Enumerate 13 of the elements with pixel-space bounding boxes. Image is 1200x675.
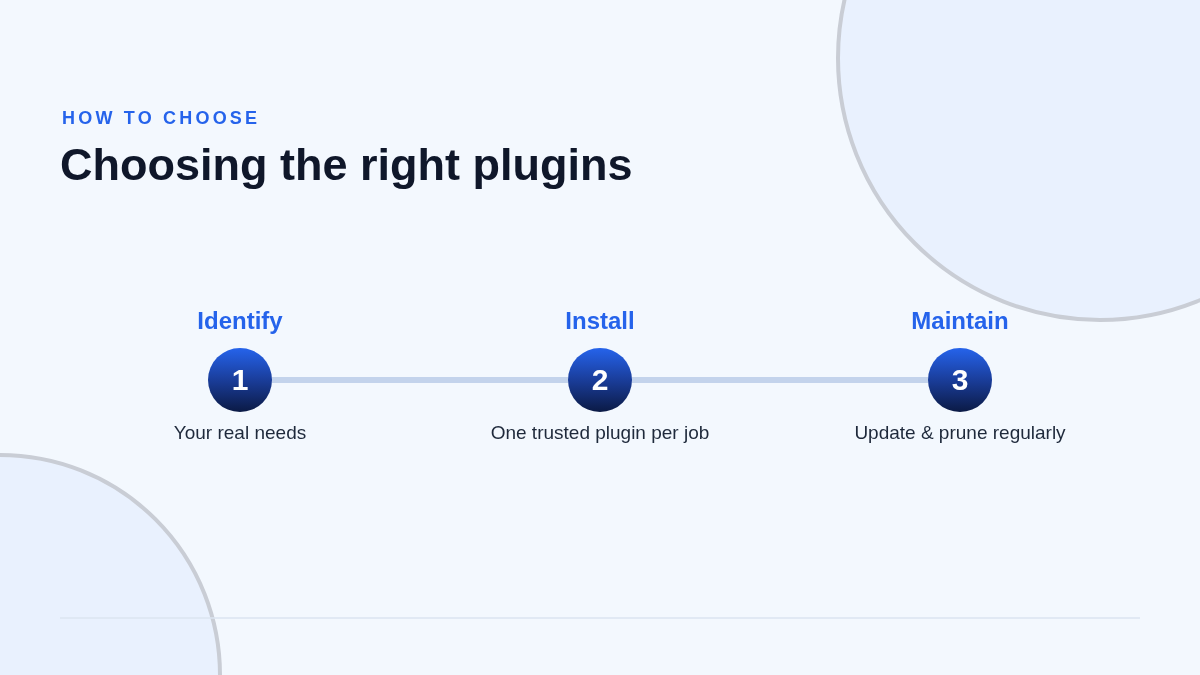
step-number: 3: [951, 363, 969, 397]
step-description: Update & prune regularly: [854, 422, 1066, 444]
step-description: One trusted plugin per job: [490, 422, 710, 444]
step-number: 1: [231, 363, 249, 397]
section-eyebrow: HOW TO CHOOSE: [62, 108, 261, 129]
step-heading: Identify: [197, 307, 283, 335]
step-number: 2: [591, 363, 609, 397]
step-heading: Install: [565, 307, 635, 335]
step-heading: Maintain: [911, 307, 1009, 335]
step-description: Your real needs: [173, 422, 307, 444]
connector-line: [272, 377, 568, 383]
connector-line: [632, 377, 928, 383]
page-title: Choosing the right plugins: [60, 139, 633, 191]
